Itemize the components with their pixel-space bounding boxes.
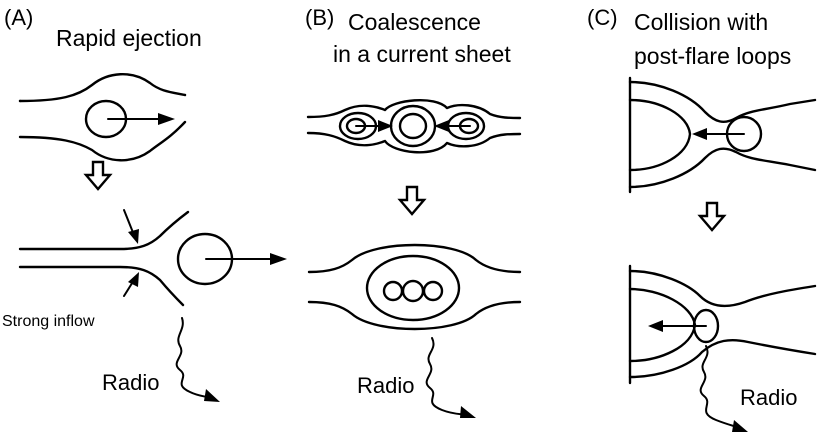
panel-a: (A) Rapid ejection Strong inflow — [2, 5, 287, 402]
panel-a-ejection-before — [18, 73, 187, 162]
panel-b-coalescence-before — [306, 98, 522, 154]
panel-a-title-line-1: Rapid ejection — [56, 25, 202, 51]
panel-a-field-line-upper — [18, 73, 187, 103]
panel-c-radio-emission: Radio — [699, 345, 797, 432]
panel-b-coalescence-after — [307, 243, 522, 331]
panel-c-outer-loop-lower — [628, 147, 817, 189]
panel-c-post-flare-loop — [628, 98, 692, 172]
panel-b-island-center-inner — [398, 112, 428, 140]
wavy-arrow-icon — [425, 337, 468, 416]
panel-b-label: (B) — [305, 5, 334, 30]
panel-c: (C) Collision with post-flare loops — [587, 5, 817, 432]
panel-a-sheet-upper — [18, 210, 190, 251]
down-arrow-icon — [84, 160, 112, 191]
panel-c-collision-after — [628, 264, 817, 385]
panel-a-field-line-lower — [18, 120, 187, 162]
panel-c-outer-loop-upper-after — [628, 269, 817, 308]
panel-b-title-line-2: in a current sheet — [333, 41, 511, 67]
panel-c-title-line-1: Collision with — [634, 9, 768, 35]
panel-c-title-line-2: post-flare loops — [634, 43, 791, 69]
down-arrow-icon — [398, 185, 426, 216]
panel-b-merged-island — [365, 254, 461, 322]
panel-c-collision-before — [628, 76, 817, 194]
panel-c-outer-loop-lower-after — [628, 338, 817, 379]
panel-a-inflow-annotation: Strong inflow — [2, 313, 95, 330]
panel-a-outflow-arrowhead — [270, 253, 287, 265]
panel-a-radio-emission: Radio — [102, 317, 220, 402]
panel-b-title-line-1: Coalescence — [348, 9, 481, 35]
wavy-arrow-icon — [699, 345, 741, 429]
panel-c-outer-loop-upper — [628, 80, 817, 124]
panel-b-core-left — [382, 280, 404, 302]
panel-b-field-line-lower — [306, 131, 522, 154]
panel-c-radio-label: Radio — [740, 385, 797, 410]
panel-a-sheet-lower — [18, 265, 185, 307]
panel-c-label: (C) — [587, 5, 618, 30]
panel-a-label: (A) — [4, 5, 33, 30]
down-arrow-icon — [698, 201, 726, 232]
panel-b-core-right — [422, 280, 444, 302]
panel-b-radio-label: Radio — [357, 373, 414, 398]
panel-b-radio-emission: Radio — [357, 337, 476, 418]
panel-a-radio-label: Radio — [102, 370, 159, 395]
panel-b: (B) Coalescence in a current sheet — [305, 5, 522, 418]
panel-b-merged-line-upper — [307, 243, 522, 274]
panel-b-core-center — [401, 279, 425, 303]
panel-b-island-center-outer — [389, 104, 437, 148]
panel-a-ejection-after: Strong inflow — [2, 209, 287, 330]
panel-b-merged-line-lower — [307, 300, 522, 331]
wavy-arrow-icon — [175, 317, 212, 399]
panel-a-ejection-arrowhead — [158, 113, 175, 125]
panel-b-field-line-upper — [306, 98, 522, 120]
